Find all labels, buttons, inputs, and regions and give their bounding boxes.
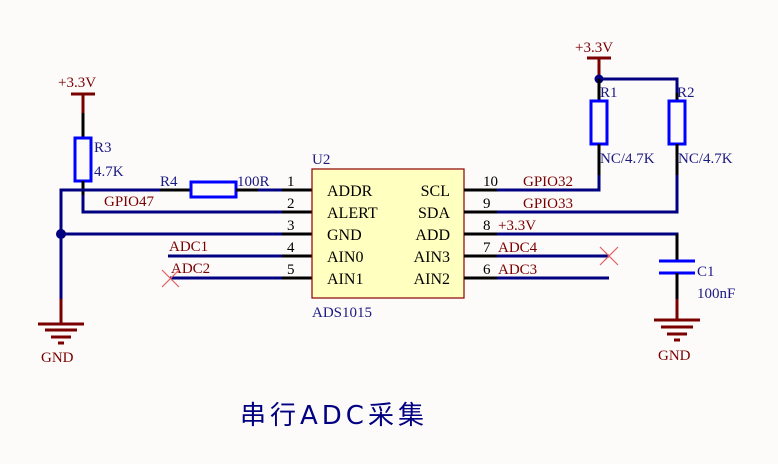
pin-name-scl: SCL xyxy=(421,183,450,200)
pin-num-4: 4 xyxy=(287,240,295,256)
pin-num-8: 8 xyxy=(483,218,491,234)
schematic-title: 串行ADC采集 xyxy=(240,401,428,431)
c1-ref: C1 xyxy=(697,264,715,280)
r3-resistor xyxy=(73,136,93,183)
pin-name-ain0: AIN0 xyxy=(327,249,363,266)
r1-resistor xyxy=(589,99,609,146)
net-label-adc3: ADC3 xyxy=(498,262,537,278)
ic-body xyxy=(311,168,465,299)
net-label-gpio32: GPIO32 xyxy=(523,174,573,190)
right-gnd-symbol xyxy=(654,299,700,342)
junction-dot-left xyxy=(56,229,66,239)
r2-resistor xyxy=(667,99,687,146)
r4-ref: R4 xyxy=(160,174,178,190)
gpio32-wire xyxy=(497,175,601,192)
right-gnd-label: GND xyxy=(658,348,691,364)
pin-name-addr: ADDR xyxy=(327,183,373,200)
gpio33-wire xyxy=(497,175,679,214)
pin-name-sda: SDA xyxy=(418,205,450,222)
ic-part-number: ADS1015 xyxy=(312,305,372,321)
pin-num-7: 7 xyxy=(483,240,491,256)
pin-num-3: 3 xyxy=(287,218,295,234)
r1-ref: R1 xyxy=(600,85,618,101)
pin-num-5: 5 xyxy=(287,262,295,278)
pin-num-9: 9 xyxy=(483,196,491,212)
pin-num-1: 1 xyxy=(287,174,295,190)
left-vcc-label: +3.3V xyxy=(58,75,96,91)
net-label-gpio33: GPIO33 xyxy=(523,196,573,212)
r4-resistor xyxy=(189,180,238,199)
r4-value: 100R xyxy=(237,174,270,190)
pin-name-alert: ALERT xyxy=(327,205,378,222)
pin-name-gnd: GND xyxy=(327,227,362,244)
pin-num-2: 2 xyxy=(287,196,295,212)
left-gnd-label: GND xyxy=(41,350,74,366)
right-vcc-label: +3.3V xyxy=(575,40,613,56)
pin-num-6: 6 xyxy=(483,262,491,278)
net-label-adc1: ADC1 xyxy=(169,239,208,255)
pin-name-ain3: AIN3 xyxy=(414,249,450,266)
r3-ref: R3 xyxy=(94,140,112,156)
pin-name-add: ADD xyxy=(415,227,450,244)
left-vcc-symbol xyxy=(71,92,95,138)
left-gnd-symbol xyxy=(38,299,84,345)
r2-value: NC/4.7K xyxy=(678,151,733,167)
no-connect-adc2 xyxy=(161,269,180,288)
pin-name-ain1: AIN1 xyxy=(327,271,363,288)
net-label-3v3-pin8: +3.3V xyxy=(498,218,536,234)
no-connect-adc4 xyxy=(599,246,619,266)
pin-num-10: 10 xyxy=(483,174,498,190)
ic-designator: U2 xyxy=(312,152,330,168)
r2-ref: R2 xyxy=(677,85,695,101)
net-label-gpio47: GPIO47 xyxy=(104,194,155,210)
right-pin-stubs xyxy=(464,188,497,280)
pin-name-ain2: AIN2 xyxy=(414,271,450,288)
c1-value: 100nF xyxy=(697,286,735,302)
gpio47-wire xyxy=(81,195,282,214)
net-label-adc4: ADC4 xyxy=(498,240,538,256)
addr-gnd-wire xyxy=(59,188,191,299)
left-pin-stubs xyxy=(282,188,312,280)
r3-value: 4.7K xyxy=(94,164,124,180)
net-label-adc2: ADC2 xyxy=(171,261,210,277)
r1-value: NC/4.7K xyxy=(600,151,655,167)
